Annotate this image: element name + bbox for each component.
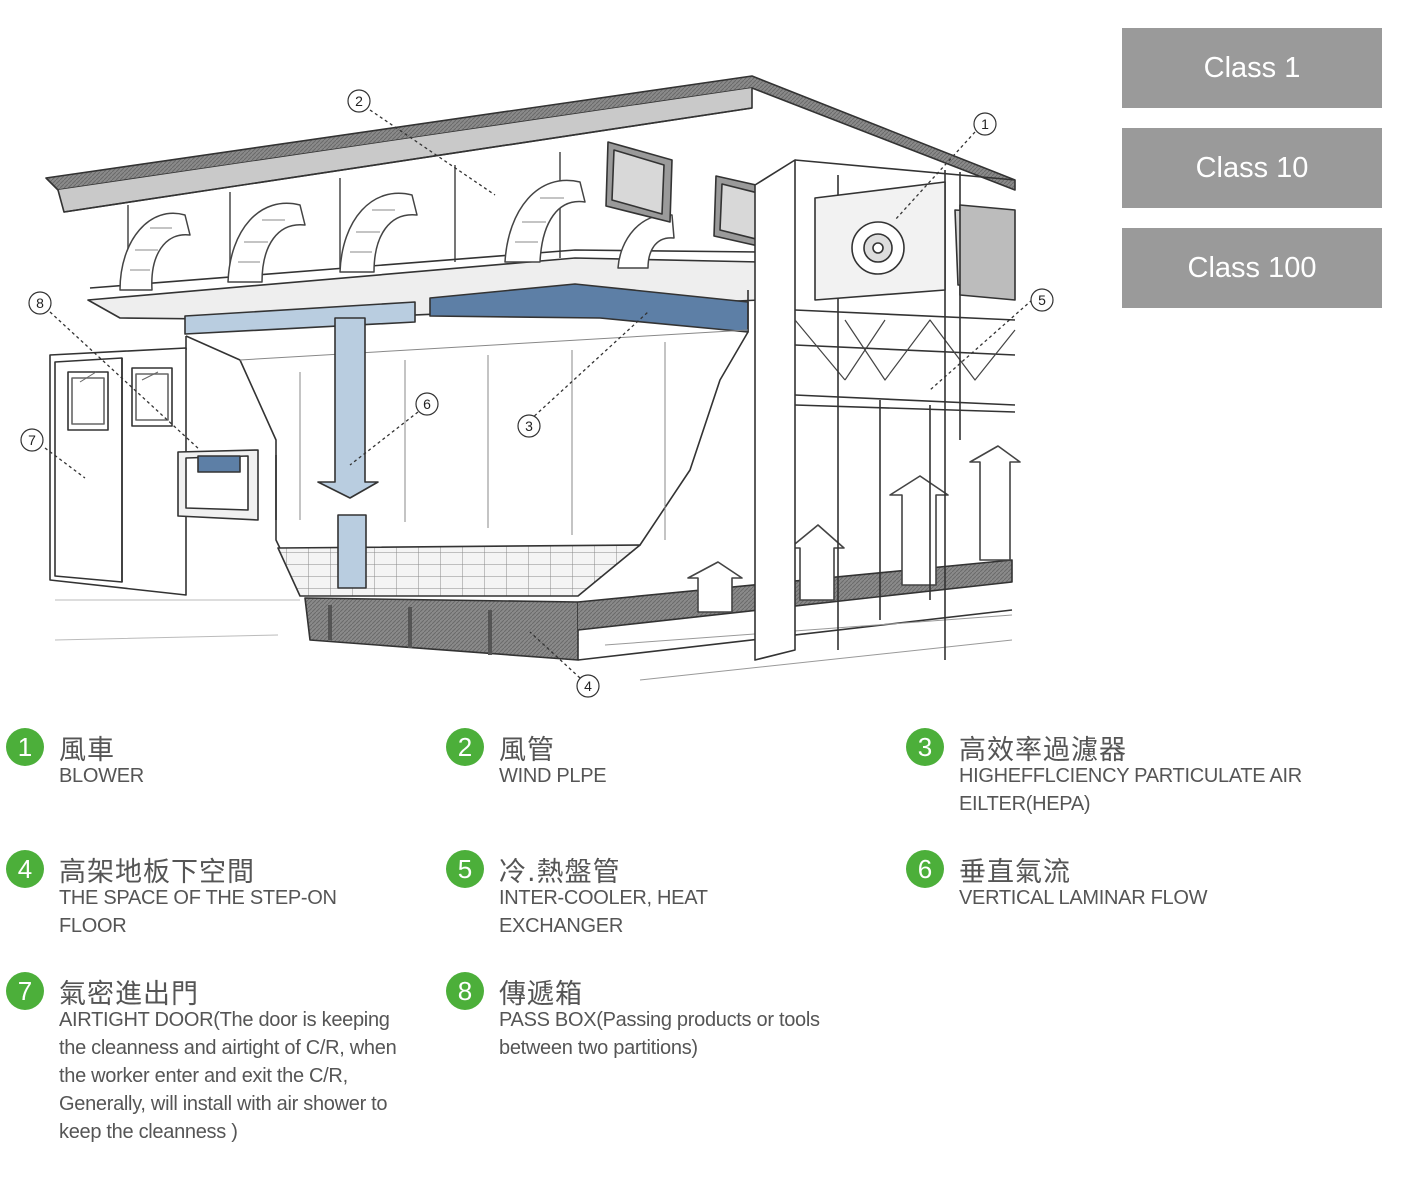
callout-5: 5	[1038, 292, 1046, 308]
legend-en-label: BLOWER	[59, 765, 144, 787]
floor-return-block	[337, 514, 367, 589]
legend-en-label: HIGHEFFLCIENCY PARTICULATE AIR EILTER(HE…	[959, 765, 1302, 815]
underfloor-space	[304, 597, 579, 661]
callout-2: 2	[355, 93, 363, 109]
legend-zh-label: 傳遞箱	[499, 979, 583, 1010]
door-window-right	[131, 367, 173, 427]
legend-badge: 5	[446, 850, 484, 888]
callout-7: 7	[28, 432, 36, 448]
legend-en-label: AIRTIGHT DOOR(The door is keeping the cl…	[59, 1009, 397, 1143]
legend-badge: 7	[6, 972, 44, 1010]
hepa-filter-panel-left	[184, 301, 416, 335]
legend-zh-label: 高效率過濾器	[959, 735, 1127, 766]
legend-zh-label: 風車	[59, 735, 115, 766]
callout-1: 1	[981, 116, 989, 132]
callout-6: 6	[423, 396, 431, 412]
cooling-coil	[959, 204, 1016, 301]
legend-zh-label: 氣密進出門	[59, 979, 199, 1010]
laminar-flow-arrow	[317, 317, 379, 499]
legend-en-label: PASS BOX(Passing products or tools betwe…	[499, 1009, 820, 1059]
callout-4: 4	[584, 678, 592, 694]
legend-badge: 6	[906, 850, 944, 888]
callout-labels	[20, 89, 1054, 698]
class-1-button[interactable]: Class 1	[1122, 28, 1382, 108]
legend-en-label: VERTICAL LAMINAR FLOW	[959, 887, 1208, 909]
callout-3: 3	[525, 418, 533, 434]
door-window-left	[67, 371, 109, 431]
legend-zh-label: 高架地板下空間	[59, 857, 255, 888]
class-100-button[interactable]: Class 100	[1122, 228, 1382, 308]
legend-badge: 2	[446, 728, 484, 766]
legend-en-label: INTER-COOLER, HEAT EXCHANGER	[499, 887, 708, 937]
legend-zh-label: 垂直氣流	[959, 857, 1071, 888]
return-air-arrows	[687, 445, 1021, 613]
callouts	[44, 109, 1033, 679]
legend-badge: 4	[6, 850, 44, 888]
raised-floor	[277, 544, 641, 597]
legend-zh-label: 風管	[499, 735, 555, 766]
legend-en-label: WIND PLPE	[499, 765, 607, 787]
cleanroom-cutaway-diagram: 1 2 3 4 5 6 7 8	[20, 75, 1054, 698]
class-10-button[interactable]: Class 10	[1122, 128, 1382, 208]
ahu-frame	[754, 159, 796, 661]
legend-en-label: THE SPACE OF THE STEP-ON FLOOR	[59, 887, 337, 937]
legend-zh-label: 冷.熱盤管	[499, 857, 621, 888]
legend-badge: 8	[446, 972, 484, 1010]
legend-badge: 3	[906, 728, 944, 766]
legend-badge: 1	[6, 728, 44, 766]
callout-8: 8	[36, 295, 44, 311]
